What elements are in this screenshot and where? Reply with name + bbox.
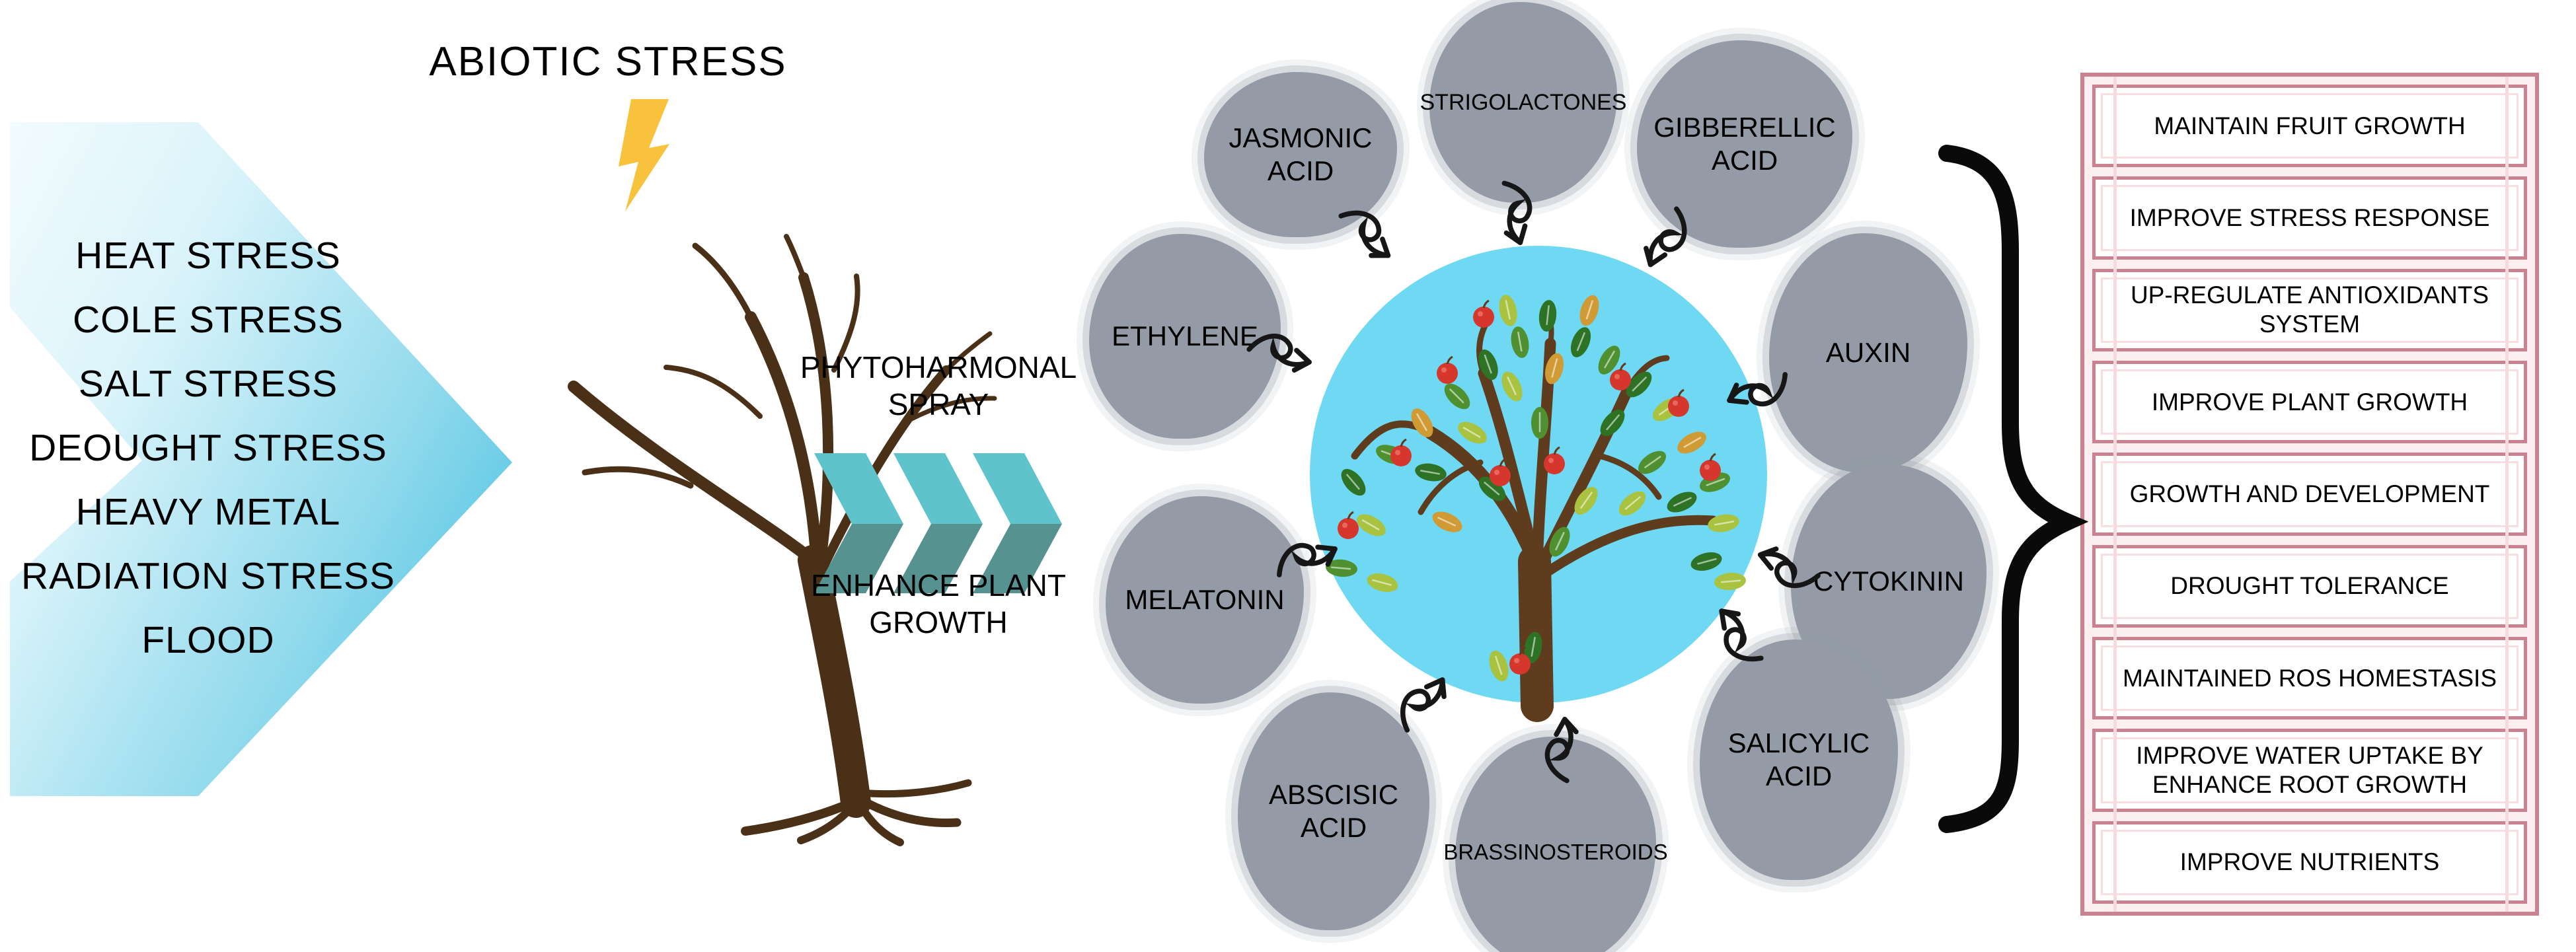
hormone-label: BRASSINOSTEROIDS <box>1443 840 1668 864</box>
stress-list: HEAT STRESS COLE STRESS SALT STRESS DEOU… <box>0 224 416 673</box>
benefit-box: IMPROVE WATER UPTAKE BY ENHANCE ROOT GRO… <box>2092 729 2527 812</box>
panel-accent-line <box>2113 77 2117 912</box>
stress-item: DEOUGHT STRESS <box>29 427 387 469</box>
hormone-label: JASMONIC ACID <box>1229 122 1373 186</box>
hormone-label: ABSCISIC ACID <box>1268 779 1399 843</box>
benefit-box: UP-REGULATE ANTIOXIDANTS SYSTEM <box>2092 268 2527 351</box>
hormone-abscisic-acid: ABSCISIC ACID <box>1238 692 1429 930</box>
hormone-label: STRIGOLACTONES <box>1420 90 1627 115</box>
benefit-label: MAINTAINED ROS HOMESTASIS <box>2122 664 2497 692</box>
stress-item: HEAT STRESS <box>75 235 341 277</box>
benefit-box: GROWTH AND DEVELOPMENT <box>2092 453 2527 536</box>
hormone-label: MELATONIN <box>1125 584 1285 615</box>
dead-tree-illustration <box>568 234 997 846</box>
hormone-strigolactones: STRIGOLACTONES <box>1420 2 1627 203</box>
benefit-box: IMPROVE NUTRIENTS <box>2092 821 2527 904</box>
lightning-icon <box>619 99 669 211</box>
benefit-label: GROWTH AND DEVELOPMENT <box>2129 480 2490 507</box>
stress-item: HEAVY METAL <box>75 491 341 533</box>
hormone-brassinosteroids: BRASSINOSTEROIDS <box>1443 737 1668 952</box>
curly-brace-icon <box>1938 145 2089 833</box>
enhance-plant-growth-label: ENHANCE PLANT GROWTH <box>811 568 1066 640</box>
benefits-panel: MAINTAIN FRUIT GROWTH IMPROVE STRESS RES… <box>2080 73 2539 916</box>
stress-item: FLOOD <box>141 619 275 661</box>
stress-item: SALT STRESS <box>78 363 338 405</box>
benefit-label: IMPROVE STRESS RESPONSE <box>2129 203 2490 231</box>
benefit-label: UP-REGULATE ANTIOXIDANTS SYSTEM <box>2130 281 2489 338</box>
stress-item: RADIATION STRESS <box>20 555 396 597</box>
benefit-box: DROUGHT TOLERANCE <box>2092 544 2527 628</box>
panel-accent-line <box>2505 77 2509 912</box>
hormone-melatonin: MELATONIN <box>1106 496 1304 704</box>
stress-item: COLE STRESS <box>72 299 344 341</box>
hormone-jasmonic-acid: JASMONIC ACID <box>1204 72 1397 237</box>
hormone-gibberellic-acid: GIBBERELLIC ACID <box>1637 40 1852 248</box>
benefit-label: MAINTAIN FRUIT GROWTH <box>2154 112 2466 139</box>
benefit-label: IMPROVE NUTRIENTS <box>2179 848 2440 876</box>
phytohormonal-spray-label: PHYTOHARMONAL SPRAY <box>800 350 1077 421</box>
hormone-ethylene: ETHYLENE <box>1089 234 1281 439</box>
hormone-salicylic-acid: SALICYLIC ACID <box>1700 640 1898 880</box>
benefit-box: IMPROVE PLANT GROWTH <box>2092 360 2527 444</box>
benefit-box: MAINTAINED ROS HOMESTASIS <box>2092 636 2527 720</box>
hormone-label: ETHYLENE <box>1112 320 1258 351</box>
hormone-auxin: AUXIN <box>1769 233 1967 472</box>
hormone-label: CYTOKININ <box>1813 566 1964 597</box>
benefit-box: MAINTAIN FRUIT GROWTH <box>2092 85 2527 168</box>
hormone-label: SALICYLIC ACID <box>1727 727 1870 791</box>
page-title: ABIOTIC STRESS <box>429 39 787 85</box>
benefit-label: DROUGHT TOLERANCE <box>2170 572 2449 600</box>
healthy-tree-circle <box>1310 246 1767 703</box>
benefit-label: IMPROVE PLANT GROWTH <box>2151 388 2468 416</box>
benefit-label: IMPROVE WATER UPTAKE BY ENHANCE ROOT GRO… <box>2136 741 2483 798</box>
benefit-box: IMPROVE STRESS RESPONSE <box>2092 176 2527 260</box>
hormone-label: GIBBERELLIC ACID <box>1653 112 1836 176</box>
hormone-label: AUXIN <box>1825 337 1911 368</box>
